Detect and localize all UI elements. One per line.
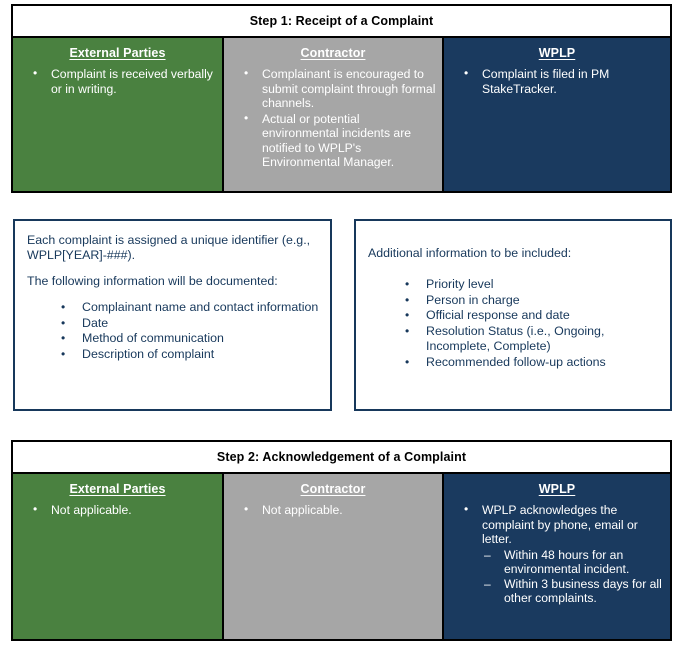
- list-item: Priority level: [368, 276, 660, 293]
- list-item: Description of complaint: [27, 346, 320, 363]
- list-item: Complaint is filed in PM StakeTracker.: [450, 66, 664, 96]
- list-item: Person in charge: [368, 292, 660, 309]
- step-2-external-parties-list: Not applicable.: [19, 502, 216, 518]
- step-2-column-wplp: WPLP WPLP acknowledges the complaint by …: [444, 474, 670, 639]
- step-1-table: Step 1: Receipt of a Complaint External …: [11, 4, 672, 193]
- step-1-contractor-heading: Contractor: [300, 46, 366, 60]
- step-2-contractor-list: Not applicable.: [230, 502, 436, 518]
- sub-list-item: Within 48 hours for an environmental inc…: [472, 548, 664, 577]
- step-1-wplp-heading: WPLP: [538, 46, 576, 60]
- step-1-wplp-list: Complaint is filed in PM StakeTracker.: [450, 66, 664, 96]
- list-item: Complainant is encouraged to submit comp…: [230, 66, 436, 111]
- step-1-column-external-parties: External Parties Complaint is received v…: [13, 38, 224, 191]
- step-1-external-parties-list: Complaint is received verbally or in wri…: [19, 66, 216, 96]
- step-1-external-parties-heading: External Parties: [69, 46, 166, 60]
- complaint-identifier-info-box: Each complaint is assigned a unique iden…: [13, 219, 332, 411]
- step-1-columns: External Parties Complaint is received v…: [13, 38, 670, 191]
- step-1-title: Step 1: Receipt of a Complaint: [249, 14, 434, 28]
- step-1-title-row: Step 1: Receipt of a Complaint: [13, 6, 670, 38]
- list-item: Not applicable.: [19, 502, 216, 518]
- step-2-column-external-parties: External Parties Not applicable.: [13, 474, 224, 639]
- sub-list-item: Within 3 business days for all other com…: [472, 577, 664, 606]
- list-item: Method of communication: [27, 330, 320, 347]
- list-item: Complainant name and contact information: [27, 299, 320, 316]
- documented-info-paragraph: The following information will be docume…: [27, 274, 278, 288]
- documented-info-list: Complainant name and contact information…: [27, 299, 320, 363]
- step-2-external-parties-heading: External Parties: [69, 482, 166, 496]
- list-item: Not applicable.: [230, 502, 436, 518]
- additional-info-list: Priority level Person in charge Official…: [368, 276, 660, 371]
- step-1-column-wplp: WPLP Complaint is filed in PM StakeTrack…: [444, 38, 670, 191]
- list-item: Official response and date: [368, 307, 660, 324]
- list-item: Actual or potential environmental incide…: [230, 111, 436, 170]
- step-2-column-contractor: Contractor Not applicable.: [224, 474, 444, 639]
- identifier-paragraph: Each complaint is assigned a unique iden…: [27, 233, 311, 262]
- additional-info-paragraph: Additional information to be included:: [368, 246, 572, 260]
- step-2-wplp-sublist: Within 48 hours for an environmental inc…: [472, 548, 664, 606]
- step-2-wplp-heading: WPLP: [538, 482, 576, 496]
- step-2-title: Step 2: Acknowledgement of a Complaint: [216, 450, 467, 464]
- step-2-table: Step 2: Acknowledgement of a Complaint E…: [11, 440, 672, 641]
- step-2-wplp-list: WPLP acknowledges the complaint by phone…: [450, 502, 664, 606]
- list-item: Complaint is received verbally or in wri…: [19, 66, 216, 96]
- list-item: WPLP acknowledges the complaint by phone…: [450, 502, 664, 606]
- step-1-contractor-list: Complainant is encouraged to submit comp…: [230, 66, 436, 170]
- step-2-title-row: Step 2: Acknowledgement of a Complaint: [13, 442, 670, 474]
- step-2-columns: External Parties Not applicable. Contrac…: [13, 474, 670, 639]
- list-item: Recommended follow-up actions: [368, 354, 660, 371]
- step-2-contractor-heading: Contractor: [300, 482, 366, 496]
- list-item: Date: [27, 315, 320, 332]
- list-item: Resolution Status (i.e., Ongoing, Incomp…: [368, 323, 660, 355]
- additional-information-info-box: Additional information to be included: P…: [354, 219, 672, 411]
- list-item-text: WPLP acknowledges the complaint by phone…: [482, 503, 638, 546]
- step-1-column-contractor: Contractor Complainant is encouraged to …: [224, 38, 444, 191]
